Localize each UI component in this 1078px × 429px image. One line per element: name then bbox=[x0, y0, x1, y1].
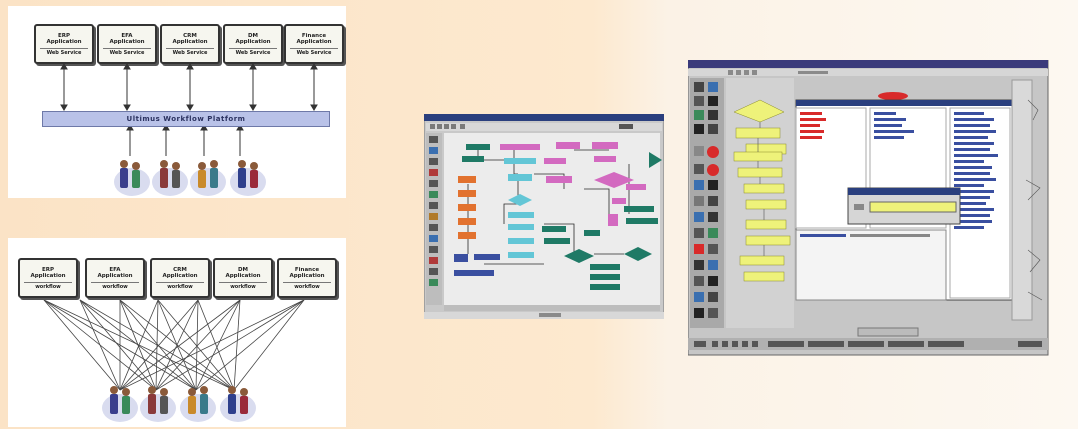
toolbar-icon bbox=[694, 82, 719, 318]
process-designer-window bbox=[424, 114, 664, 319]
workflow-label: workflow bbox=[156, 281, 204, 290]
app-label: Application bbox=[109, 39, 145, 45]
web-service-label: Web Service bbox=[103, 47, 151, 56]
app-label: Application bbox=[172, 39, 208, 45]
workflow-client-screenshot bbox=[688, 60, 1062, 360]
point-to-point-diagram: ERP Application workflow EFA Application… bbox=[8, 238, 346, 427]
app-label: Application bbox=[289, 273, 325, 279]
flow-shapes bbox=[733, 99, 791, 282]
app-name: EFA bbox=[109, 266, 121, 273]
web-service-label: Web Service bbox=[229, 47, 277, 56]
app-label: Application bbox=[30, 273, 66, 279]
person-icon bbox=[230, 160, 266, 196]
app-name: CRM bbox=[183, 32, 197, 39]
app-name: ERP bbox=[57, 32, 71, 39]
workflow-platform-bar: Ultimus Workflow Platform bbox=[42, 111, 330, 127]
app-box-dm: DM Application workflow bbox=[213, 258, 273, 298]
app-box-erp: ERP Application Web Service bbox=[34, 24, 94, 64]
app-name: EFA bbox=[121, 32, 133, 39]
person-icon bbox=[102, 386, 138, 422]
app-name: DM bbox=[247, 32, 259, 39]
app-box-efa: EFA Application workflow bbox=[85, 258, 145, 298]
app-label: Application bbox=[46, 39, 82, 45]
toolbar bbox=[426, 123, 662, 131]
toolbar-icon bbox=[728, 70, 828, 75]
menu-bar bbox=[688, 69, 1048, 76]
platform-integration-diagram: ERP Application Web Service EFA Applicat… bbox=[8, 6, 346, 198]
person-icon bbox=[114, 160, 150, 196]
mesh-connections bbox=[43, 299, 305, 422]
app-box-finance: Finance Application Web Service bbox=[284, 24, 344, 64]
app-label: Application bbox=[97, 273, 133, 279]
web-service-label: Web Service bbox=[40, 47, 88, 56]
person-icon bbox=[140, 386, 176, 422]
app-name: Finance bbox=[294, 266, 320, 273]
toolbar-icon bbox=[429, 136, 438, 286]
workflow-label: workflow bbox=[24, 281, 72, 290]
title-bar bbox=[424, 114, 664, 121]
person-icon bbox=[190, 160, 226, 196]
toolbar-icon bbox=[430, 124, 633, 129]
person-icon bbox=[180, 386, 216, 422]
dialog-title-bar bbox=[848, 188, 960, 195]
side-panel bbox=[1011, 79, 1033, 321]
app-box-crm: CRM Application workflow bbox=[150, 258, 210, 298]
output-pane bbox=[795, 229, 947, 301]
process-designer-screenshot bbox=[424, 114, 664, 319]
app-name: ERP bbox=[41, 266, 55, 273]
workflow-label: workflow bbox=[219, 281, 267, 290]
status-indicator bbox=[878, 92, 908, 100]
workflow-label: workflow bbox=[91, 281, 139, 290]
app-box-finance: Finance Application workflow bbox=[277, 258, 337, 298]
app-box-efa: EFA Application Web Service bbox=[97, 24, 157, 64]
app-label: Application bbox=[162, 273, 198, 279]
web-service-label: Web Service bbox=[290, 47, 338, 56]
app-label: Application bbox=[225, 273, 261, 279]
app-name: CRM bbox=[173, 266, 187, 273]
web-service-label: Web Service bbox=[166, 47, 214, 56]
app-label: Application bbox=[296, 39, 332, 45]
app-box-crm: CRM Application Web Service bbox=[160, 24, 220, 64]
person-icon bbox=[220, 386, 256, 422]
app-box-dm: DM Application Web Service bbox=[223, 24, 283, 64]
horizontal-scrollbar bbox=[444, 305, 660, 311]
app-name: Finance bbox=[301, 32, 327, 39]
connector-arrows bbox=[60, 63, 318, 196]
workflow-label: workflow bbox=[283, 281, 331, 290]
app-label: Application bbox=[235, 39, 271, 45]
dialog-input bbox=[869, 201, 957, 213]
workflow-client-window bbox=[688, 60, 1049, 356]
flow-shapes bbox=[454, 142, 662, 290]
app-box-erp: ERP Application workflow bbox=[18, 258, 78, 298]
person-icon bbox=[152, 160, 188, 196]
app-name: DM bbox=[237, 266, 249, 273]
title-bar bbox=[688, 60, 1048, 68]
